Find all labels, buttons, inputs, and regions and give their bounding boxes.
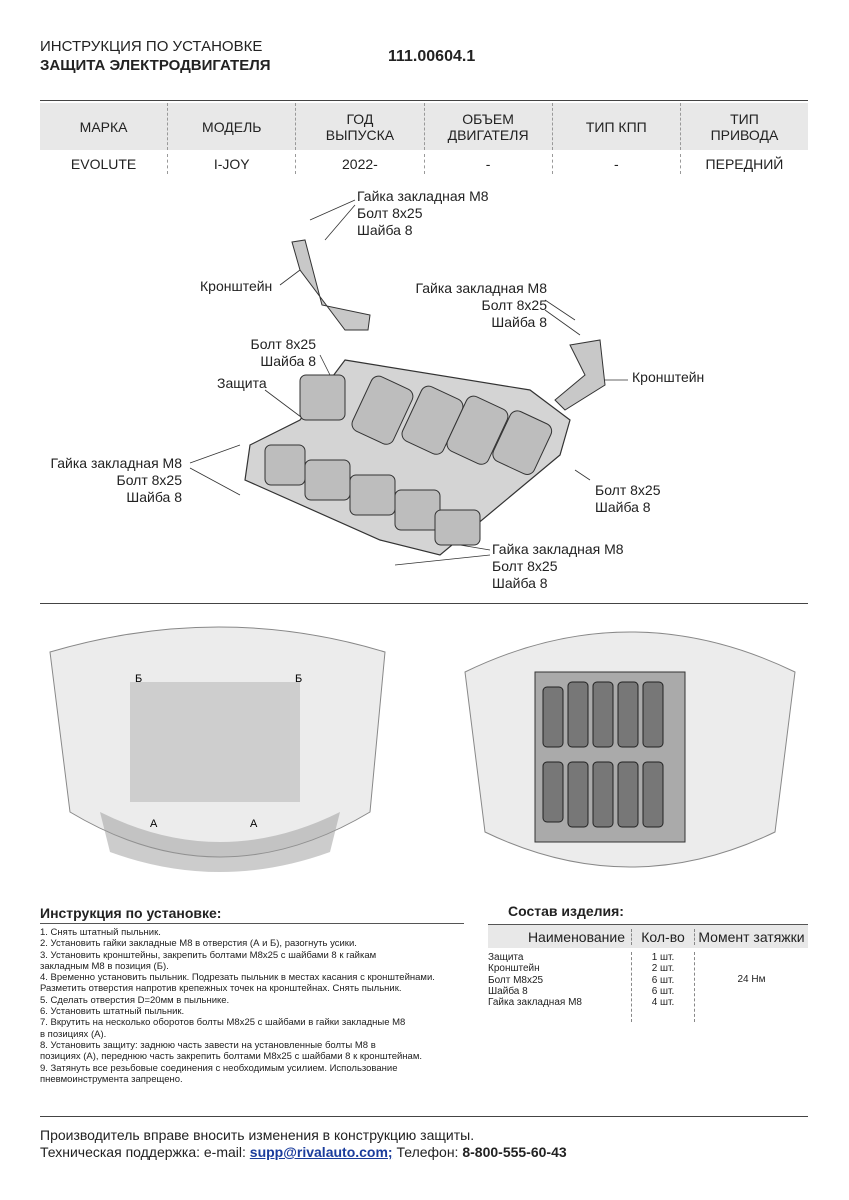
step: 5. Сделать отверстия D=20мм в пыльнике. — [40, 994, 230, 1006]
td: ПЕРЕДНИЙ — [705, 156, 784, 172]
composition-table: Наименование Кол-во Момент затяжки Защит… — [488, 924, 808, 1022]
callout-bolt-left: Болт 8х25 Шайба 8 — [250, 336, 317, 369]
instructions-list: 1. Снять штатный пыльник. 2. Установить … — [40, 927, 480, 1085]
item-names: Защита Кронштейн Болт М8х25 Шайба 8 Гайк… — [488, 952, 582, 1009]
callout-bracket-left: Кронштейн — [200, 278, 273, 294]
th: ГОД ВЫПУСКА — [296, 103, 425, 150]
footer-note: Производитель вправе вносить изменения в… — [40, 1127, 475, 1143]
photo-before: Б Б А А — [49, 626, 386, 872]
th: Наименование — [527, 928, 625, 945]
doc-title: ЗАЩИТА ЭЛЕКТРОДВИГАТЕЛЯ — [40, 57, 271, 74]
th: ТИП ПРИВОДА — [710, 110, 779, 143]
instructions-title: Инструкция по установке: — [40, 905, 222, 921]
support-email-link[interactable]: supp@rivalauto.com; — [249, 1144, 393, 1160]
callout-mid-right: Гайка закладная М8 Болт 8х25 Шайба 8 — [415, 280, 547, 330]
support-label: Техническая поддержка: e-mail: — [40, 1144, 250, 1160]
exploded-diagram — [189, 199, 628, 566]
step: 7. Вкрутить на несколько оборотов болты … — [40, 1017, 406, 1040]
composition-title: Состав изделия: — [508, 903, 624, 919]
th: МАРКА — [40, 103, 169, 150]
mark-a-left: А — [150, 818, 158, 830]
step: 9. Затянуть все резьбовые соединения с н… — [40, 1062, 398, 1085]
spec-table-row: EVOLUTE I-JOY 2022- - - ПЕРЕДНИЙ — [40, 154, 808, 174]
bracket-right — [554, 339, 606, 411]
td: EVOLUTE — [40, 154, 169, 174]
callout-top: Гайка закладная М8 Болт 8х25 Шайба 8 — [357, 188, 489, 238]
spec-table-header: МАРКА МОДЕЛЬ ГОД ВЫПУСКА ОБЪЕМ ДВИГАТЕЛЯ… — [40, 103, 808, 150]
bracket-left — [291, 239, 371, 331]
divider — [40, 100, 808, 101]
td: - — [553, 154, 681, 174]
torque-value: 24 Нм — [694, 952, 808, 1022]
divider — [40, 1116, 808, 1117]
step: 3. Установить кронштейны, закрепить болт… — [40, 949, 377, 972]
step: 6. Установить штатный пыльник. — [40, 1006, 185, 1018]
item-quantities: 1 шт. 2 шт. 6 шт. 6 шт. 4 шт. — [631, 952, 694, 1022]
doc-subtitle: ИНСТРУКЦИЯ ПО УСТАНОВКЕ — [40, 38, 263, 55]
td: 2022- — [296, 154, 425, 174]
step: 2. Установить гайки закладные М8 в отвер… — [40, 938, 357, 950]
step: 4. Временно установить пыльник. Подрезат… — [40, 972, 435, 995]
mark-b-right: Б — [295, 673, 302, 685]
mark-b-left: Б — [135, 673, 142, 685]
product-code: 111.00604.1 — [388, 48, 476, 65]
photo-after — [464, 631, 796, 868]
td: I-JOY — [168, 154, 297, 174]
th: МОДЕЛЬ — [168, 103, 297, 150]
phone-label: Телефон: — [392, 1144, 463, 1160]
callout-shield: Защита — [217, 375, 267, 391]
callout-bolt-right: Болт 8х25 Шайба 8 — [595, 482, 661, 515]
divider — [40, 603, 808, 604]
support-phone: 8-800-555-60-43 — [462, 1144, 567, 1160]
callout-bottom: Гайка закладная М8 Болт 8х25 Шайба 8 — [492, 541, 624, 591]
th: Кол-во — [631, 928, 694, 945]
footer-support: Техническая поддержка: e-mail: supp@riva… — [40, 1144, 567, 1160]
step: 8. Установить защиту: заднюю часть завес… — [40, 1039, 422, 1063]
mark-a-right: А — [250, 818, 258, 830]
divider — [40, 923, 464, 924]
td: - — [425, 154, 553, 174]
th: ОБЪЕМ ДВИГАТЕЛЯ — [425, 103, 553, 150]
callout-left: Гайка закладная М8 Болт 8х25 Шайба 8 — [50, 455, 182, 505]
step: 1. Снять штатный пыльник. — [40, 927, 161, 938]
th: Момент затяжки — [694, 928, 808, 945]
callout-bracket-right: Кронштейн — [632, 369, 705, 385]
th: ТИП КПП — [553, 103, 681, 150]
